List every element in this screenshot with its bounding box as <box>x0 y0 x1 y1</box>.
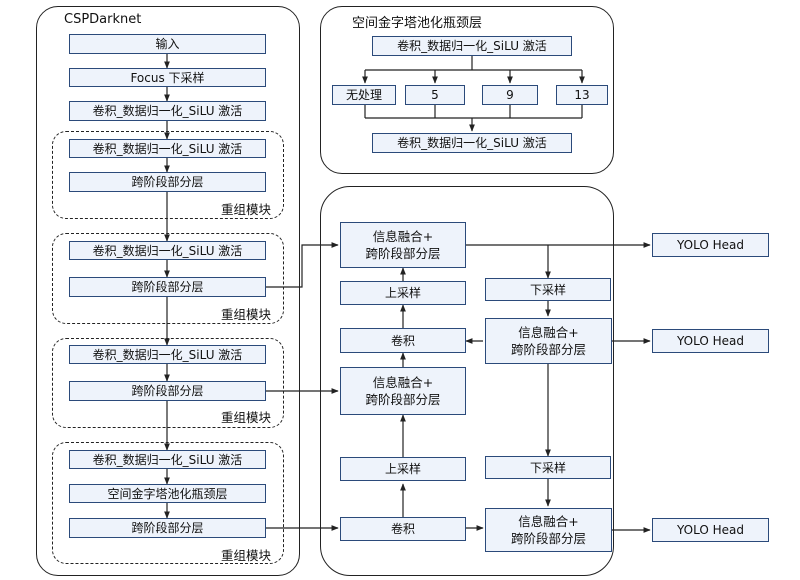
regroup-module-4 <box>52 442 284 564</box>
spp-title: 空间金字塔池化瓶颈层 <box>352 16 483 31</box>
group3-label: 重组模块 <box>221 410 272 425</box>
neck-conv-mid-box: 卷积 <box>340 328 466 353</box>
group3-conv-box: 卷积_数据归一化_SiLU 激活 <box>69 345 266 364</box>
group4-conv-box: 卷积_数据归一化_SiLU 激活 <box>69 450 266 469</box>
spp-branch-5: 5 <box>405 85 465 105</box>
yolo-head-2: YOLO Head <box>652 329 769 353</box>
group2-label: 重组模块 <box>221 307 272 322</box>
neck-fuse-right-bottom-box: 信息融合+ 跨阶段部分层 <box>485 508 612 552</box>
conv-bn-silu-box: 卷积_数据归一化_SiLU 激活 <box>69 101 266 121</box>
group3-csp-box: 跨阶段部分层 <box>69 381 266 401</box>
neck-conv-bottom-box: 卷积 <box>340 517 466 541</box>
group1-label: 重组模块 <box>221 202 272 217</box>
neck-downsample-1-box: 下采样 <box>485 278 611 301</box>
backbone-title: CSPDarknet <box>64 12 142 27</box>
spp-branch-none: 无处理 <box>332 85 396 105</box>
yolo-head-1: YOLO Head <box>652 233 769 257</box>
regroup-module-1 <box>52 131 284 219</box>
regroup-module-3 <box>52 338 284 428</box>
neck-upsample-2-box: 上采样 <box>340 457 466 481</box>
group4-csp-box: 跨阶段部分层 <box>69 518 266 538</box>
group1-conv-box: 卷积_数据归一化_SiLU 激活 <box>69 139 266 158</box>
neck-fuse-right-mid-box: 信息融合+ 跨阶段部分层 <box>485 318 612 364</box>
spp-branch-9: 9 <box>482 85 538 105</box>
neck-downsample-2-box: 下采样 <box>485 456 611 479</box>
group4-spp-box: 空间金字塔池化瓶颈层 <box>69 484 266 503</box>
group2-conv-box: 卷积_数据归一化_SiLU 激活 <box>69 241 266 260</box>
group2-csp-box: 跨阶段部分层 <box>69 277 266 297</box>
yolo-head-3: YOLO Head <box>652 518 769 542</box>
neck-fuse-top-box: 信息融合+ 跨阶段部分层 <box>340 222 466 268</box>
input-box: 输入 <box>69 34 266 54</box>
neck-fuse-mid-box: 信息融合+ 跨阶段部分层 <box>340 367 466 415</box>
focus-downsample-box: Focus 下采样 <box>69 68 266 87</box>
spp-branch-13: 13 <box>556 85 608 105</box>
neck-upsample-1-box: 上采样 <box>340 281 466 305</box>
group1-csp-box: 跨阶段部分层 <box>69 172 266 192</box>
spp-conv-bottom-box: 卷积_数据归一化_SiLU 激活 <box>372 133 572 153</box>
group4-label: 重组模块 <box>221 548 272 563</box>
spp-conv-top-box: 卷积_数据归一化_SiLU 激活 <box>372 36 572 56</box>
